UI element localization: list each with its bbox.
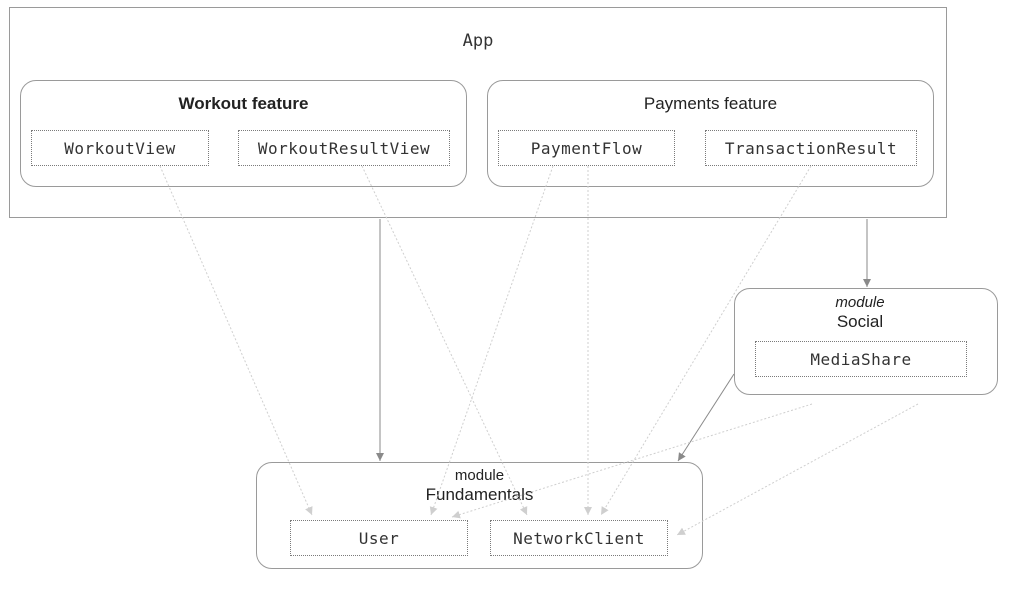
social-module-name: Social: [836, 312, 884, 331]
workout-feature-title: Workout feature: [178, 94, 309, 113]
social-module-kind: module: [835, 294, 885, 311]
arrow-mediashare-to-networkclient: [676, 403, 919, 536]
transactionresult-component: TransactionResult: [705, 130, 917, 166]
payments-feature-title: Payments feature: [643, 94, 778, 113]
user-component: User: [290, 520, 468, 556]
app-title: App: [462, 31, 494, 51]
fundamentals-module-kind: module: [454, 467, 505, 484]
fundamentals-module-name: Fundamentals: [425, 485, 534, 504]
arrow-social-to-fundamentals: [677, 373, 735, 462]
mediashare-component: MediaShare: [755, 341, 967, 377]
workoutresultview-component: WorkoutResultView: [238, 130, 450, 166]
workoutview-component: WorkoutView: [31, 130, 209, 166]
paymentflow-component: PaymentFlow: [498, 130, 675, 166]
networkclient-component: NetworkClient: [490, 520, 668, 556]
